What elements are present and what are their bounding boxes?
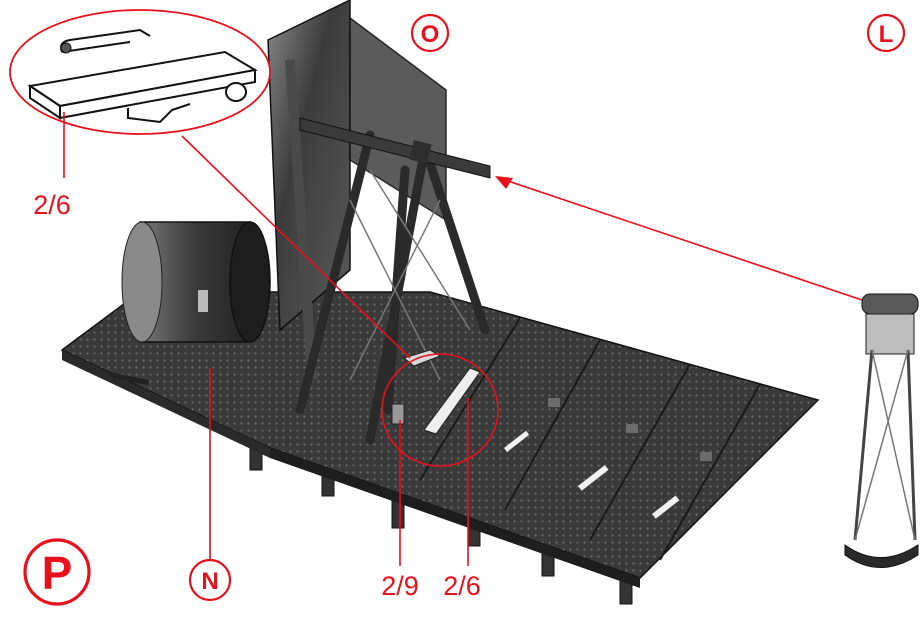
label-L: L — [879, 21, 894, 48]
label-P: P — [42, 547, 73, 599]
part-2-6-label: 2/6 — [443, 571, 481, 601]
cross-wires — [349, 169, 471, 381]
detail-leader-line — [181, 135, 411, 359]
detail-part-label: 2/6 — [33, 190, 71, 220]
label-O: O — [421, 21, 440, 48]
label-O-badge: O — [410, 13, 450, 53]
highlight-circle — [381, 353, 499, 467]
label-L-arrow-line — [504, 179, 863, 301]
arrow-head-icon — [495, 176, 513, 189]
label-N-badge: N — [188, 558, 232, 602]
annotation-lines — [63, 112, 863, 566]
label-L-badge: L — [866, 13, 906, 53]
axle-rod — [299, 117, 491, 179]
detail-inset — [9, 9, 271, 135]
tall-panel — [267, 0, 447, 380]
part-L-assembly — [844, 293, 919, 568]
part-2-9-label: 2/9 — [381, 571, 419, 601]
drum-motor — [121, 221, 271, 343]
label-N: N — [201, 568, 218, 595]
label-P-badge: P — [23, 538, 91, 606]
